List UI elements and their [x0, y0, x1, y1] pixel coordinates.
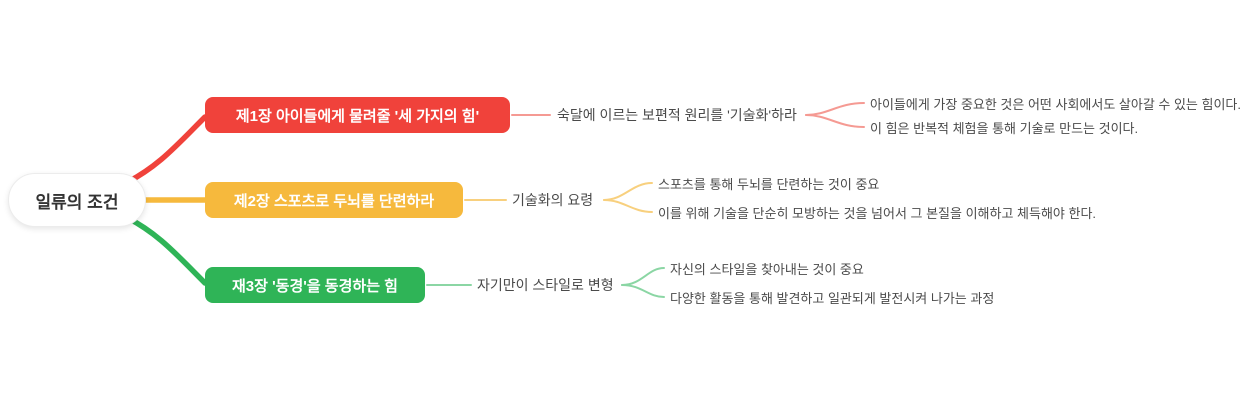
- chapter-node-1-label: 제1장 아이들에게 물려줄 '세 가지의 힘': [235, 107, 480, 125]
- leaf-node-3-2-label: 다양한 활동을 통해 발견하고 일관되게 발전시켜 나가는 과정: [670, 290, 995, 306]
- connector-branch1-leaf2: [805, 114, 865, 128]
- subtopic-node-3-label: 자기만이 스타일로 변형: [477, 277, 614, 293]
- leaf-node-3-1-label: 자신의 스타일을 찾아내는 것이 중요: [670, 261, 864, 277]
- subtopic-node-3[interactable]: 자기만이 스타일로 변형: [477, 275, 614, 295]
- subtopic-node-1-label: 숙달에 이르는 보편적 원리를 '기술화'하라: [557, 107, 797, 123]
- subtopic-node-2-label: 기술화의 요령: [512, 192, 594, 208]
- chapter-node-2[interactable]: 제2장 스포츠로 두뇌를 단련하라: [205, 182, 463, 218]
- leaf-node-3-2[interactable]: 다양한 활동을 통해 발견하고 일관되게 발전시켜 나가는 과정: [670, 288, 994, 306]
- chapter-node-3[interactable]: 재3장 '동경'을 동경하는 힘: [205, 267, 425, 303]
- connector-root-branch1: [121, 114, 208, 187]
- chapter-node-1[interactable]: 제1장 아이들에게 물려줄 '세 가지의 힘': [205, 97, 510, 133]
- subtopic-node-1[interactable]: 숙달에 이르는 보편적 원리를 '기술화'하라: [557, 105, 797, 125]
- connector-branch3-leaf1: [621, 267, 665, 286]
- connector-branch2-leaf2: [603, 199, 653, 213]
- connector-branch1-leaf1: [805, 102, 865, 116]
- chapter-node-3-label: 재3장 '동경'을 동경하는 힘: [232, 277, 398, 295]
- root-node[interactable]: 일류의 조건: [8, 173, 146, 227]
- leaf-node-3-1[interactable]: 자신의 스타일을 찾아내는 것이 중요: [670, 259, 864, 277]
- connector-root-branch3: [121, 213, 208, 286]
- chapter-node-2-label: 제2장 스포츠로 두뇌를 단련하라: [233, 192, 435, 210]
- subtopic-node-2[interactable]: 기술화의 요령: [512, 190, 593, 210]
- leaf-node-1-1-label: 아이들에게 가장 중요한 것은 어떤 사회에서도 살아갈 수 있는 힘이다.: [870, 96, 1240, 112]
- connector-branch3-leaf2: [621, 284, 665, 298]
- leaf-node-2-2[interactable]: 이를 위해 기술을 단순히 모방하는 것을 넘어서 그 본질을 이해하고 체득해…: [658, 203, 1096, 221]
- leaf-node-1-1[interactable]: 아이들에게 가장 중요한 것은 어떤 사회에서도 살아갈 수 있는 힘이다.: [870, 94, 1240, 112]
- leaf-node-2-1[interactable]: 스포츠를 통해 두뇌를 단련하는 것이 중요: [658, 174, 879, 192]
- leaf-node-1-2[interactable]: 이 힘은 반복적 체험을 통해 기술로 만드는 것이다.: [870, 118, 1138, 136]
- leaf-node-2-1-label: 스포츠를 통해 두뇌를 단련하는 것이 중요: [658, 176, 880, 192]
- leaf-node-1-2-label: 이 힘은 반복적 체험을 통해 기술로 만드는 것이다.: [870, 120, 1139, 136]
- connector-branch2-leaf1: [603, 182, 653, 201]
- root-node-label: 일류의 조건: [35, 192, 119, 212]
- leaf-node-2-2-label: 이를 위해 기술을 단순히 모방하는 것을 넘어서 그 본질을 이해하고 체득해…: [658, 205, 1097, 221]
